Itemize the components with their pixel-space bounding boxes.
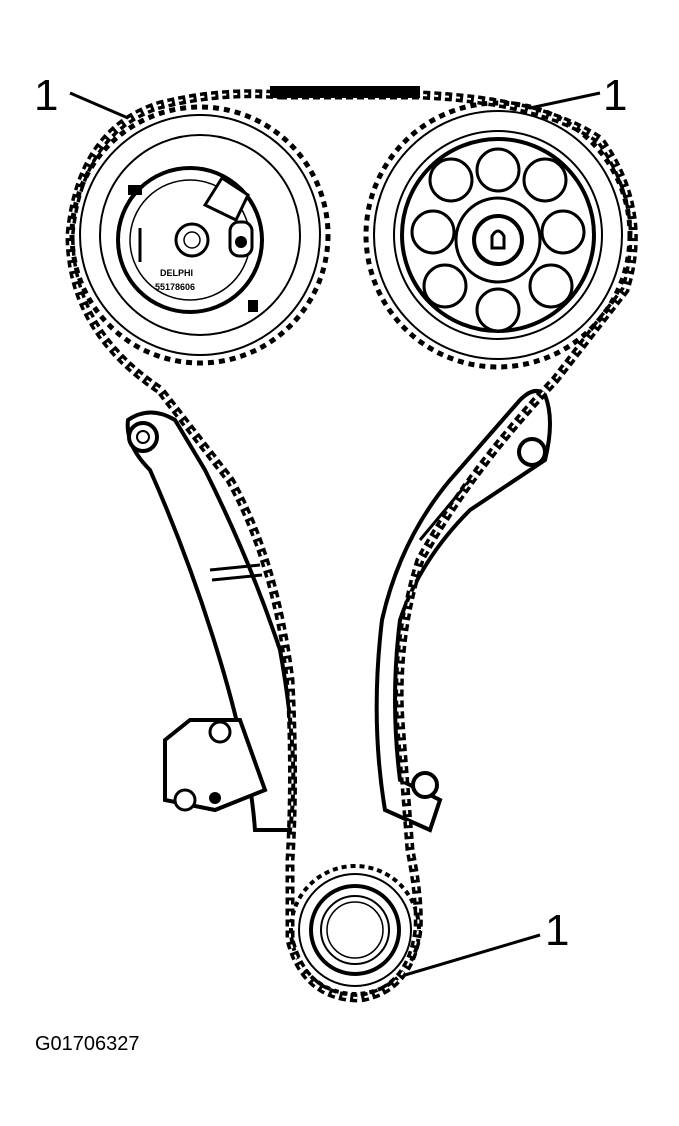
chain-tensioner bbox=[163, 718, 268, 813]
figure-id: G01706327 bbox=[35, 1033, 140, 1055]
callout-1-top-right: 1 bbox=[529, 71, 627, 120]
callout-1-crankshaft: 1 bbox=[404, 906, 569, 977]
callout-1-top-left: 1 bbox=[34, 71, 129, 120]
tensioner-rail bbox=[125, 410, 296, 832]
callout-number: 1 bbox=[34, 71, 58, 120]
callout-number: 1 bbox=[545, 906, 569, 955]
fixed-chain-guide bbox=[374, 389, 552, 833]
intake-camshaft-sprocket: DELPHI 55178606 bbox=[69, 104, 331, 366]
sprocket-brand-label: DELPHI bbox=[160, 268, 193, 278]
callout-number: 1 bbox=[603, 71, 627, 120]
sprocket-part-number: 55178606 bbox=[155, 282, 195, 292]
timing-chain bbox=[65, 86, 638, 1003]
exhaust-camshaft-sprocket bbox=[363, 100, 633, 370]
